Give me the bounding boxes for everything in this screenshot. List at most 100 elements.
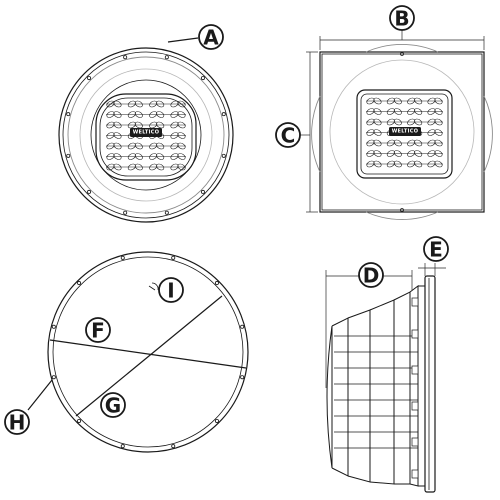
body-step (331, 317, 349, 477)
grille-loop (373, 118, 382, 126)
body-step (369, 299, 395, 485)
cutout-view (27, 251, 249, 453)
grille-loop (434, 139, 443, 147)
screw (87, 76, 92, 81)
grille-loop (393, 139, 402, 147)
grille-loop (177, 111, 186, 118)
brand-plate-square (389, 127, 421, 136)
front-view-square: WELTICO (300, 28, 493, 220)
callout-b: B (389, 5, 415, 31)
dimension-f-line (49, 339, 247, 369)
grille-loop (177, 132, 186, 139)
callout-f: F (85, 317, 111, 343)
grille-loop (373, 150, 382, 157)
screw (51, 375, 56, 380)
grille-loop (434, 150, 443, 157)
screw (240, 375, 245, 380)
brand-label: WELTICO (133, 130, 160, 136)
dimension-g-line (75, 295, 223, 417)
grille-loop (156, 163, 165, 171)
body-step (393, 291, 411, 485)
callout-h: H (4, 409, 30, 435)
grille-loop (373, 129, 382, 136)
grille-loop (113, 111, 122, 118)
screw (51, 324, 56, 329)
grille-loop (414, 108, 423, 115)
grille-loop (113, 100, 122, 108)
screw (200, 76, 205, 81)
screw (221, 153, 226, 158)
screw (66, 112, 71, 117)
grille-loop (393, 97, 402, 105)
grille-loop (113, 132, 122, 139)
grille-loop (134, 163, 143, 171)
callout-c-label: C (281, 124, 296, 148)
front-grille-pattern (106, 100, 186, 171)
callout-c: C (275, 122, 301, 148)
grille-loop (177, 121, 186, 129)
body-notch (411, 329, 419, 339)
body-notch (411, 297, 419, 307)
body-notch (411, 365, 419, 375)
grille-loop (393, 160, 402, 168)
grille-loop (134, 121, 143, 129)
grille-loop (393, 108, 402, 115)
grille-loop (113, 142, 122, 150)
screw (120, 444, 125, 449)
grille-loop (177, 163, 186, 171)
screw (221, 112, 226, 117)
grille-loop (434, 108, 443, 115)
screw (123, 55, 128, 60)
callout-f-label: F (91, 319, 105, 343)
grille-loop (373, 97, 382, 105)
screw (164, 210, 169, 215)
grille-loop (434, 129, 443, 136)
grille-loop (113, 163, 122, 171)
screw (77, 418, 82, 423)
screw (240, 324, 245, 329)
grille-loop (134, 142, 143, 150)
grille-loop (373, 108, 382, 115)
grille-loop (373, 139, 382, 147)
side-view-profile (325, 263, 446, 493)
callout-b-label: B (394, 7, 409, 31)
screw (164, 55, 169, 60)
screw (77, 281, 82, 286)
callout-g: G (100, 392, 126, 418)
grille-loop (177, 153, 186, 160)
cutout-view-screws (51, 255, 245, 449)
callout-g-label: G (105, 394, 121, 418)
body-notch (411, 469, 419, 479)
front-view-round: WELTICO (58, 47, 234, 223)
brand-plate (130, 128, 162, 137)
grille-loop (113, 121, 122, 129)
grille-loop (156, 142, 165, 150)
grille-loop (414, 160, 423, 168)
angle-i-arc (151, 282, 159, 291)
grille-loop (177, 100, 186, 108)
grille-loop (434, 118, 443, 126)
screw (66, 153, 71, 158)
callout-h-label: H (9, 411, 26, 435)
callout-i-label: I (167, 279, 174, 303)
grille-loop (414, 97, 423, 105)
grille-loop (414, 139, 423, 147)
screw (171, 444, 176, 449)
grille-loop (393, 118, 402, 126)
screw (87, 189, 92, 194)
grille-loop (134, 100, 143, 108)
screw (214, 418, 219, 423)
grille-loop (177, 142, 186, 150)
grille-loop (434, 97, 443, 105)
grille-loop (113, 153, 122, 160)
body-dome (326, 325, 333, 469)
screw (171, 255, 176, 260)
screw (400, 52, 404, 56)
screw (400, 208, 404, 212)
brand-label-square: WELTICO (392, 129, 419, 135)
callout-a-label: A (203, 26, 219, 50)
grille-loop (434, 160, 443, 168)
body-step (347, 309, 371, 483)
callout-d: D (358, 262, 384, 288)
